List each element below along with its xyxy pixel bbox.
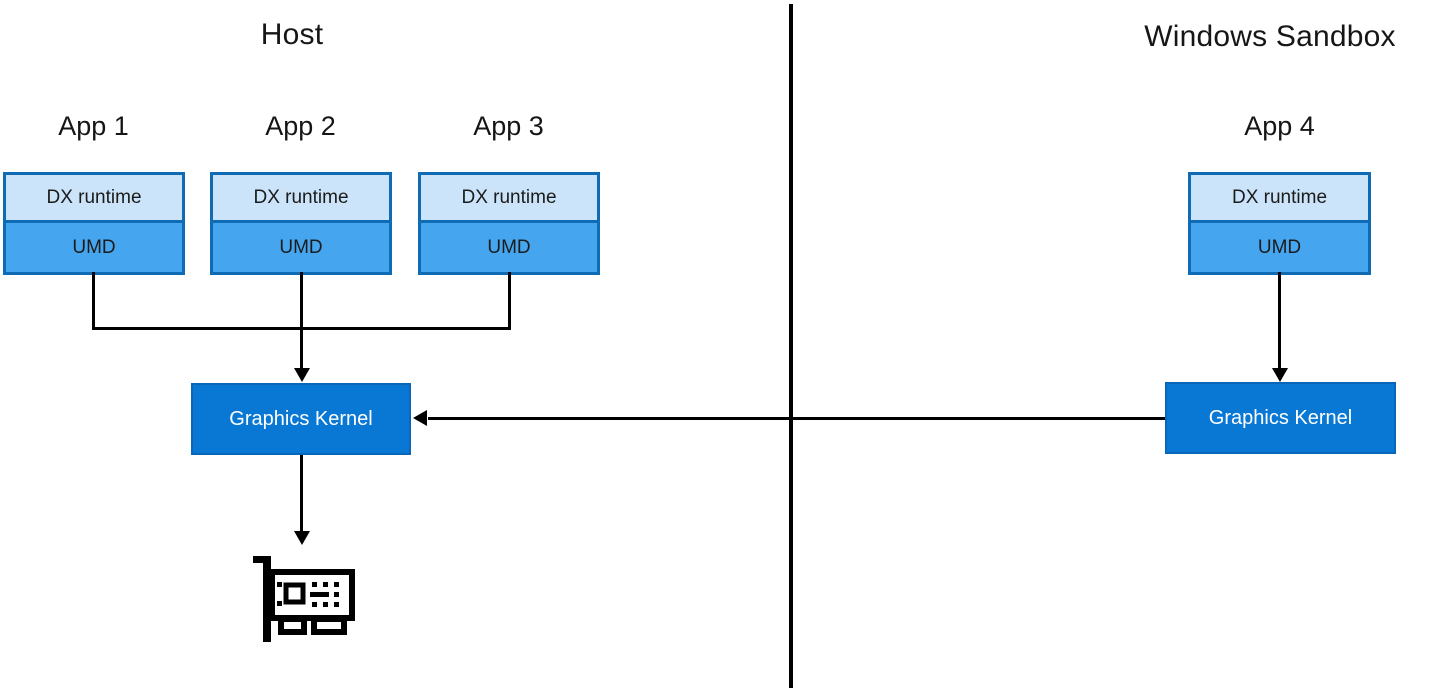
- app1-stack: DX runtime UMD: [3, 172, 185, 275]
- app4-dx-runtime-box: DX runtime: [1191, 175, 1368, 223]
- sandbox-graphics-kernel-box: Graphics Kernel: [1165, 382, 1396, 454]
- host-graphics-kernel-box: Graphics Kernel: [191, 383, 411, 455]
- app3-umd-box: UMD: [421, 223, 597, 272]
- arrowhead-into-host-kernel-side: [413, 410, 427, 426]
- app1-umd-box: UMD: [6, 223, 182, 272]
- graphics-card-icon: [253, 556, 355, 642]
- host-section-title: Host: [260, 18, 324, 51]
- arrowhead-into-host-kernel: [294, 368, 310, 382]
- app2-connector-line: [300, 272, 303, 368]
- app4-stack: DX runtime UMD: [1188, 172, 1371, 275]
- app3-label: App 3: [473, 111, 544, 141]
- arrowhead-into-sandbox-kernel: [1272, 368, 1288, 382]
- app1-dx-runtime-box: DX runtime: [6, 175, 182, 223]
- app3-stack: DX runtime UMD: [418, 172, 600, 275]
- sandbox-to-host-kernel-line: [428, 417, 1165, 420]
- app1-connector-line: [92, 272, 95, 328]
- app3-dx-runtime-box: DX runtime: [421, 175, 597, 223]
- app2-umd-box: UMD: [213, 223, 389, 272]
- app2-label: App 2: [265, 111, 336, 141]
- app4-umd-box: UMD: [1191, 223, 1368, 272]
- app2-stack: DX runtime UMD: [210, 172, 392, 275]
- host-sandbox-divider: [789, 4, 793, 688]
- app3-connector-line: [508, 272, 511, 328]
- app1-label: App 1: [58, 111, 129, 141]
- arrowhead-into-gpu: [294, 531, 310, 545]
- app4-label: App 4: [1244, 111, 1315, 141]
- app2-dx-runtime-box: DX runtime: [213, 175, 389, 223]
- sandbox-section-title: Windows Sandbox: [1144, 20, 1396, 53]
- kernel-to-gpu-line: [300, 455, 303, 531]
- app4-connector-line: [1278, 272, 1281, 368]
